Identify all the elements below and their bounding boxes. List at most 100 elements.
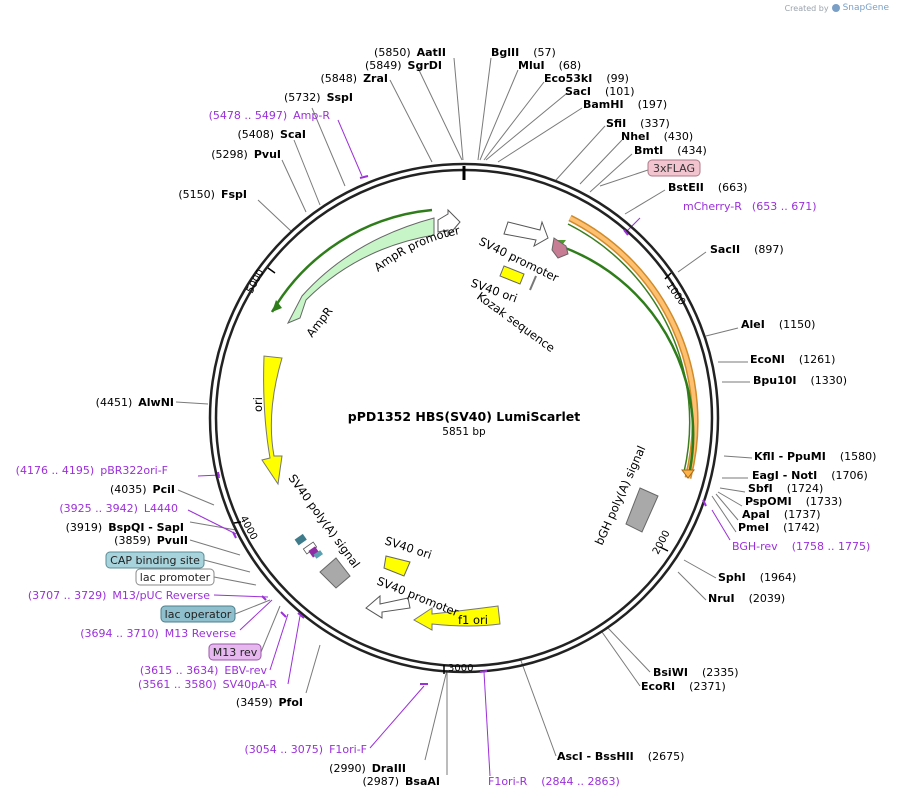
site-bsiwi: BsiWI(2335) [653,666,739,679]
box-cap-binding-site: CAP binding site [105,551,205,569]
primer-ebv-rev: (3615 .. 3634)EBV-rev [140,664,268,677]
ampr-label: AmpR [303,304,335,340]
site-pfoi: (3459)PfoI [236,696,303,709]
primer-pbr322ori-f: (4176 .. 4195)pBR322ori-F [16,464,168,477]
primer-connectors [187,119,731,777]
created-by-label: Created by [784,3,829,13]
sv40-polya-label: SV40 poly(A) signal [286,472,363,571]
site-zrai: (5848)ZraI [321,72,389,85]
kozak-mark [529,275,537,291]
tick-5000: 5000 [245,268,267,296]
site-alei: AleI(1150) [741,318,815,331]
site-sspi: (5732)SspI [284,91,353,104]
site-sphi: SphI(1964) [718,571,796,584]
f1-ori-arrow [413,605,501,631]
cap-site-box [294,533,307,546]
primer-bgh-rev: BGH-rev(1758 .. 1775) [732,540,870,553]
site-eagi: EagI - NotI(1706) [752,469,868,482]
svg-text:3xFLAG: 3xFLAG [653,162,695,175]
box-lac-operator: lac operator [160,605,236,623]
site-pvuii: (3859)PvuII [114,534,188,547]
site-pcii: (4035)PciI [110,483,175,496]
site-bpu10i: Bpu10I(1330) [753,374,847,387]
site-sacii: SacII(897) [710,243,784,256]
primer-labels: (5478 .. 5497)Amp-R (4176 .. 4195)pBR322… [16,109,871,788]
primer-f1ori-f: (3054 .. 3075)F1ori-F [245,743,368,756]
site-srui: NruI(2039) [708,592,785,605]
site-bmti: BmtI(434) [634,144,707,157]
bgh-polya-box [625,487,659,533]
snapgene-credit: Created by SnapGene [785,3,889,13]
ampr-arrow [286,217,435,324]
site-bglii: BglII(57) [491,46,556,59]
snapgene-brand: SnapGene [842,3,889,13]
sv40-promoter-top-arrow [503,220,549,248]
site-kfli: KflI - PpuMI(1580) [754,450,876,463]
sv40-polya-box [319,557,351,589]
map-title: pPD1352 HBS(SV40) LumiScarlet [348,409,580,424]
box-connectors [203,559,281,653]
site-mlui: MluI(68) [518,59,581,72]
backbone-outer [208,162,720,674]
box-lac-promoter: lac promoter [135,568,215,586]
site-pspomi: PspOMI(1733) [745,495,842,508]
right-sites: BglII(57) MluI(68) Eco53kI(99) SacI(101)… [491,46,876,763]
sv40-ori-top-box [499,265,525,285]
site-asci: AscI - BssHII(2675) [557,750,684,763]
tick-2000: 2000 [651,529,673,557]
primer-sv40pa-r: (3561 .. 3580)SV40pA-R [138,678,277,691]
f1-ori-label: f1 ori [458,613,488,627]
primer-m13puc-reverse: (3707 .. 3729)M13/pUC Reverse [28,589,210,602]
site-nhei: NheI(430) [621,130,693,143]
primer-mcherry-r: mCherry-R(653 .. 671) [683,200,816,213]
primer-m13-reverse: (3694 .. 3710)M13 Reverse [80,627,236,640]
box-3xflag: 3xFLAG [647,159,701,177]
lac-operator-box [313,550,323,559]
site-ecori: EcoRI(2371) [641,680,726,693]
ori-arrow [261,355,283,486]
ampr-promoter-arrow [437,208,461,238]
snapgene-logo-icon [831,4,840,12]
site-bspqi: (3919)BspQI - SapI [66,521,184,534]
svg-text:M13 rev: M13 rev [213,646,258,659]
site-bamhi: BamHI(197) [583,98,667,111]
primer-l4440: (3925 .. 3942)L4440 [59,502,178,515]
site-bsaai: (2987)BsaAI [362,775,440,788]
ampr-orf-line [270,208,433,313]
svg-text:lac promoter: lac promoter [140,571,211,584]
tick-3000: 3000 [448,663,473,674]
ori-label: ori [251,397,265,412]
tick-1000: 1000 [664,280,688,307]
box-m13-rev: M13 rev [208,643,262,661]
connector-lines [175,57,753,775]
site-econi: EcoNI(1261) [750,353,835,366]
site-sgrdi: (5849)SgrDI [365,59,442,72]
primer-amp-r: (5478 .. 5497)Amp-R [209,109,331,122]
site-apai: ApaI(1737) [742,508,820,521]
site-pmei: PmeI(1742) [738,521,820,534]
length-ticks [233,267,672,674]
primer-marks [217,175,707,685]
site-sfii: SfiI(337) [606,117,670,130]
boxed-labels: 3xFLAG CAP binding site lac promoter lac… [105,159,701,661]
3xflag-mark [551,237,569,259]
left-sites: (5850)AatII (5849)SgrDI (5848)ZraI (5732… [66,46,446,788]
orf-line [559,244,695,471]
site-saci: SacI(101) [565,85,635,98]
sv40-promoter-bottom-label: SV40 promoter [375,574,461,620]
site-eco53ki: Eco53kI(99) [544,72,629,85]
site-alwni: (4451)AlwNI [96,396,174,409]
svg-text:CAP binding site: CAP binding site [110,554,200,567]
site-draiii: (2990)DraIII [329,762,406,775]
site-scai: (5408)ScaI [237,128,306,141]
sv40-ori-bottom-box [383,555,411,577]
site-bsteii: BstEII(663) [668,181,747,194]
map-length: 5851 bp [442,426,486,438]
site-fspi: (5150)FspI [178,188,247,201]
site-sbfi: SbfI(1724) [748,482,823,495]
site-aatii: (5850)AatII [374,46,446,59]
primer-f1ori-r: F1ori-R(2844 .. 2863) [488,775,620,788]
sv40-promoter-bottom-arrow [365,594,411,619]
site-pvui: (5298)PvuI [211,148,281,161]
